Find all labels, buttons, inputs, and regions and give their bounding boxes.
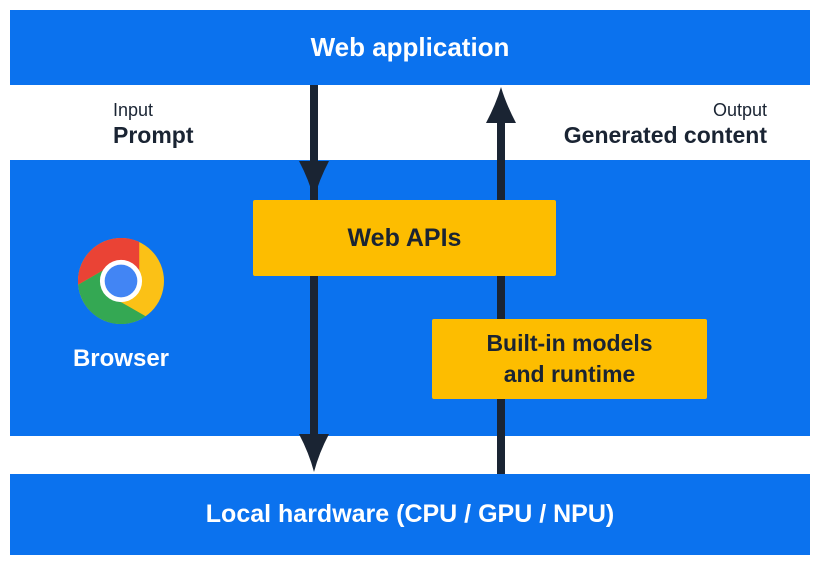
input-value: Prompt: [113, 122, 194, 148]
output-title: Output: [712, 100, 767, 120]
input-label-group: Input Prompt: [113, 99, 194, 148]
web-apis-box: Web APIs: [253, 200, 556, 276]
web-apis-label: Web APIs: [347, 223, 462, 252]
builtin-models-label-line1: Built-in models: [486, 330, 653, 356]
local-hardware-layer: Local hardware (CPU / GPU / NPU): [10, 474, 810, 555]
chrome-logo-icon: [78, 238, 164, 324]
output-value: Generated content: [563, 122, 767, 148]
local-hardware-label: Local hardware (CPU / GPU / NPU): [205, 500, 615, 528]
browser-badge: Browser: [73, 238, 169, 372]
builtin-models-label-line2: and runtime: [503, 361, 636, 387]
web-application-layer: Web application: [10, 10, 810, 85]
builtin-models-box: Built-in models and runtime: [432, 319, 707, 399]
browser-label: Browser: [72, 345, 170, 372]
output-label-group: Output Generated content: [564, 99, 767, 148]
input-title: Input: [113, 100, 154, 120]
web-application-label: Web application: [310, 32, 510, 62]
